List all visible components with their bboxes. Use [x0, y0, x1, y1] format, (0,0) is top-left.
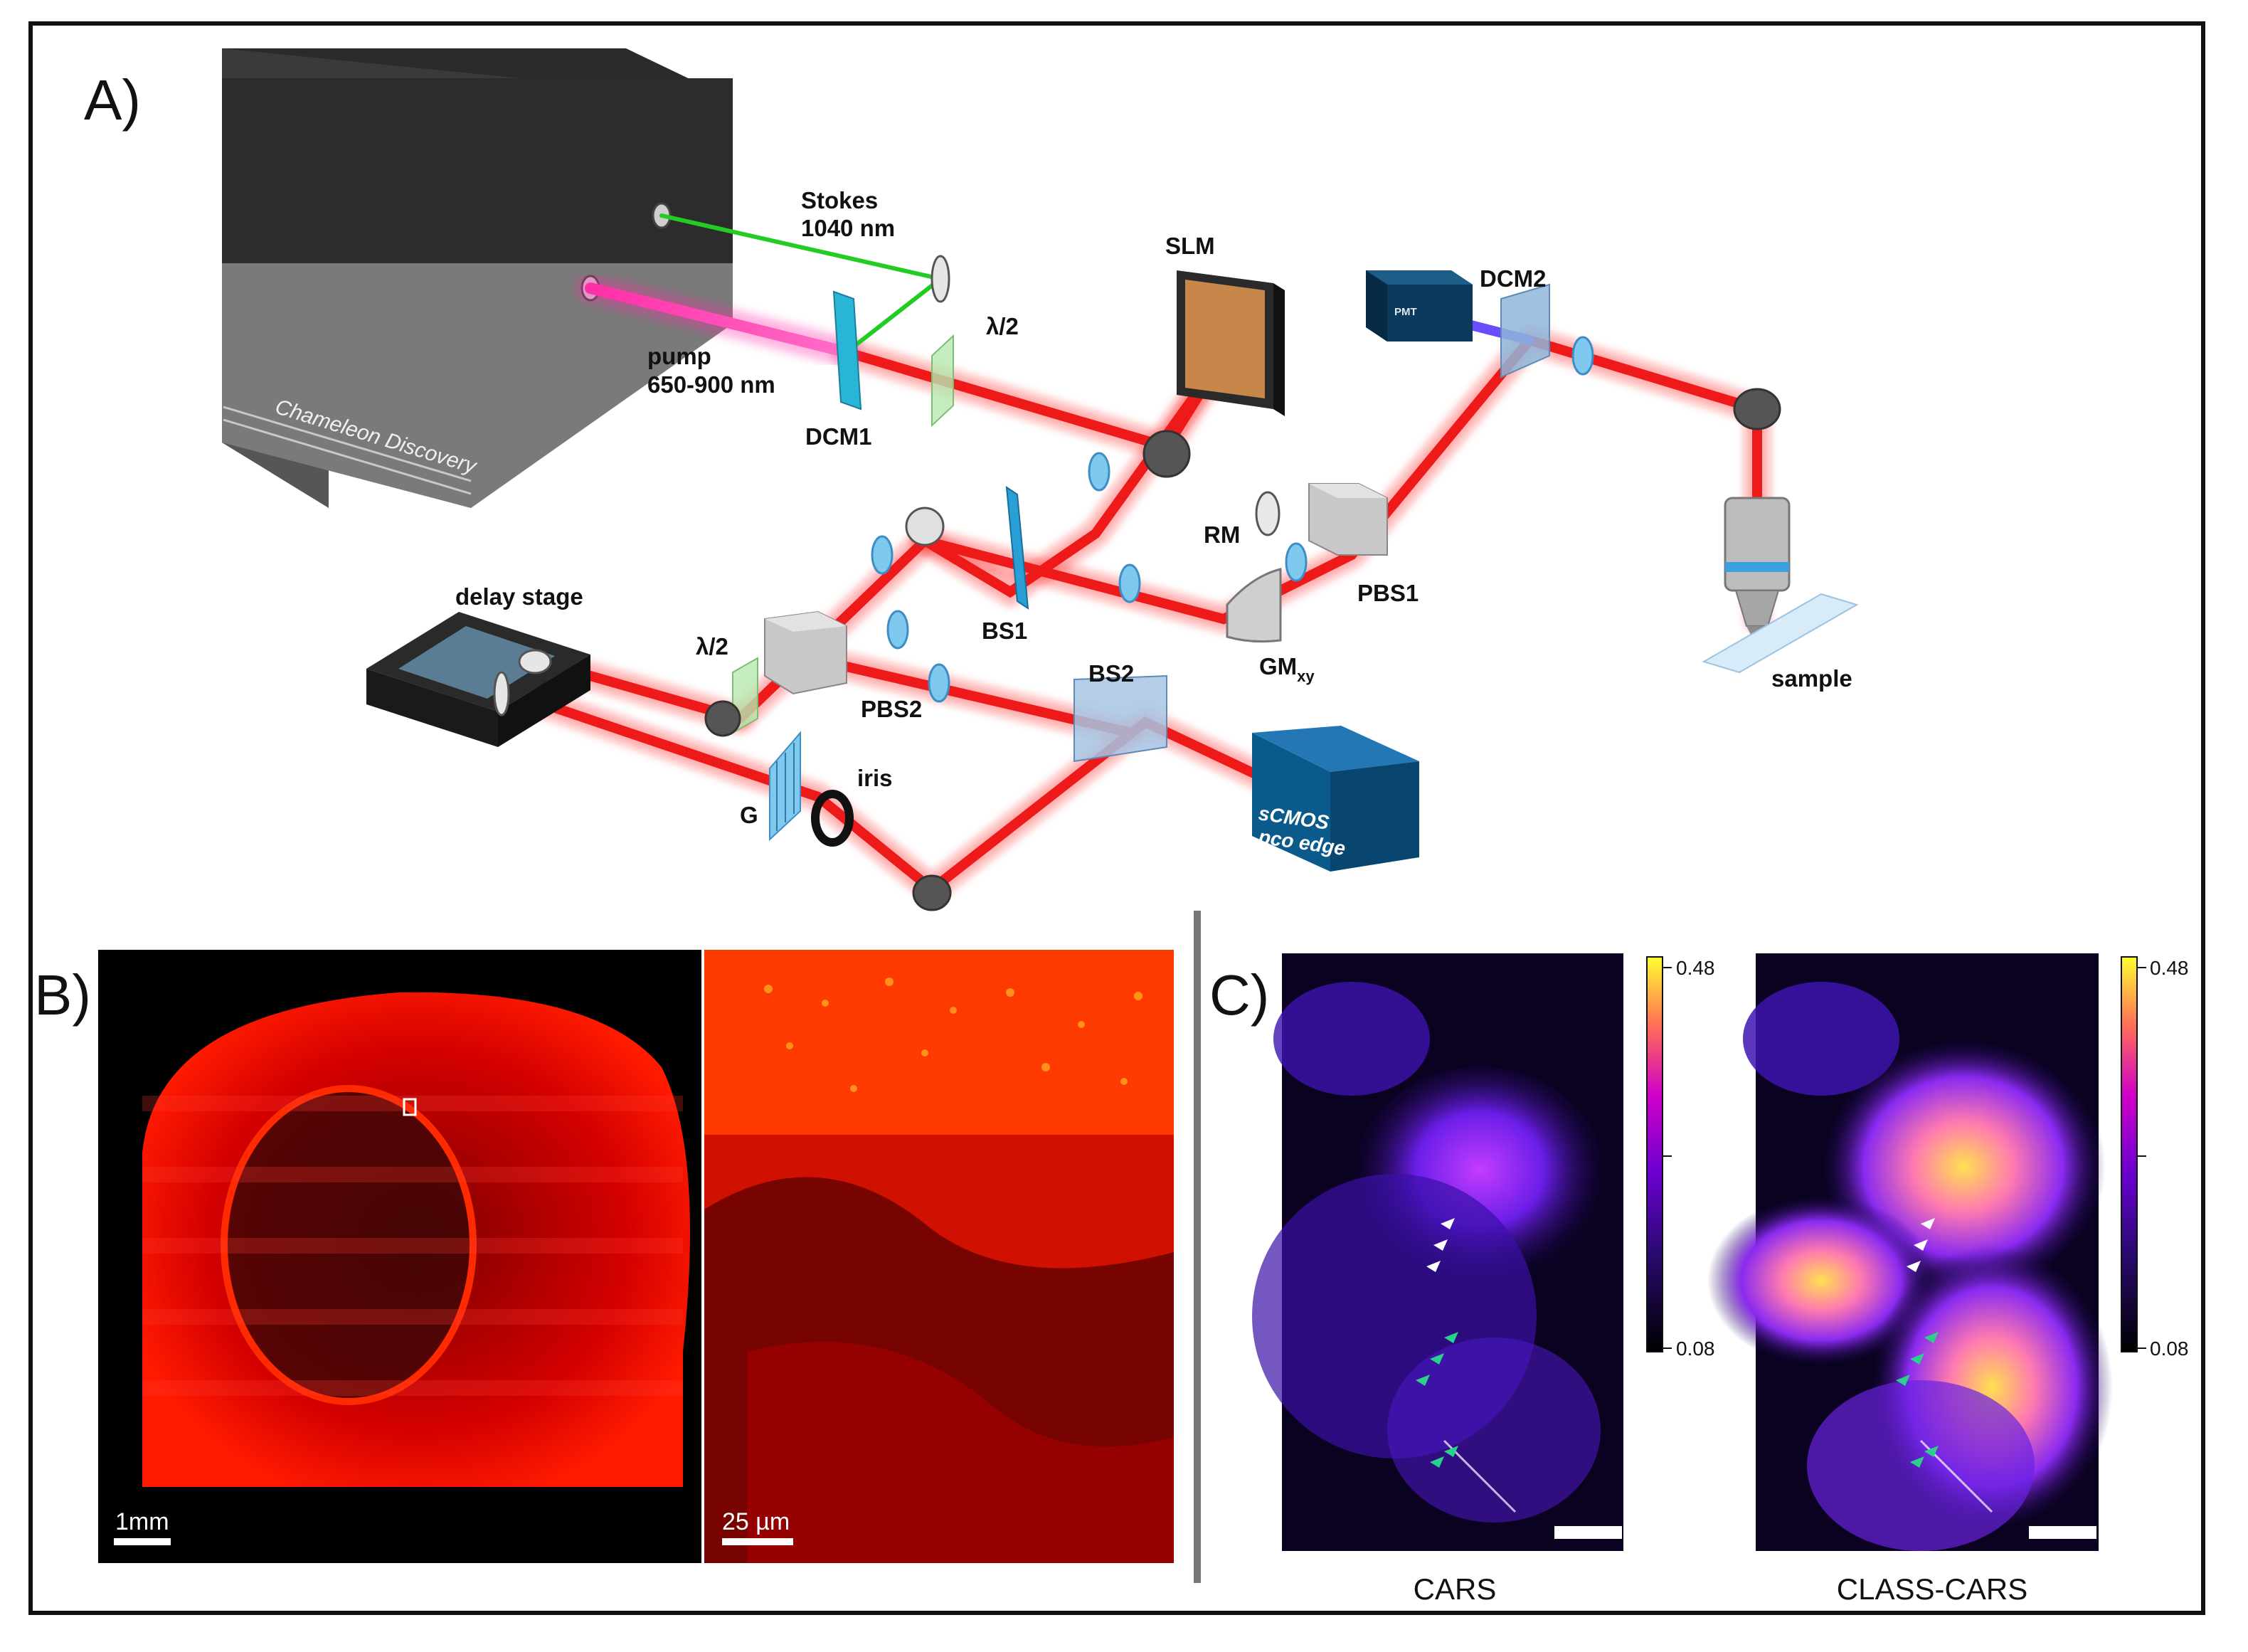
gm-label-sub: xy: [1297, 667, 1315, 685]
bs2-label: BS2: [1088, 660, 1134, 687]
bottom-mirror: [912, 874, 952, 911]
lens-6: [1285, 542, 1308, 582]
zoom-region-marker: [403, 1098, 417, 1116]
rm-mirror: [1255, 491, 1281, 536]
cars-image: [1252, 953, 1623, 1551]
dcm2-label: DCM2: [1480, 265, 1547, 292]
panel-c: C) 0.48 0.08 CARS: [1209, 953, 2189, 1606]
objective-lens: [1724, 497, 1791, 640]
gm-label-main: GM: [1259, 653, 1297, 679]
scale-label-25um: 25 µm: [722, 1508, 790, 1535]
iris-label: iris: [857, 765, 893, 791]
stokes-label: Stokes: [801, 187, 878, 213]
class-cars-scale-bar: [2029, 1526, 2096, 1539]
dcm2-mirror: [1500, 283, 1550, 378]
half-wave-plate-1: [931, 334, 954, 428]
cars-colorbar: 0.48 0.08: [1646, 956, 1715, 1360]
loop-mirror: [905, 507, 945, 546]
half-wave-label-1: λ/2: [986, 313, 1019, 339]
sample-slide: [1702, 593, 1859, 674]
lens-4: [886, 610, 909, 650]
lens-3: [1118, 563, 1141, 603]
cars-scale-bar: [1554, 1526, 1622, 1539]
stokes-mirror: [931, 255, 950, 303]
slm-panel: [1185, 280, 1265, 398]
objective-mirror: [1733, 388, 1781, 430]
iris: [811, 790, 854, 847]
lens-2: [871, 535, 894, 575]
half-wave-label-2: λ/2: [696, 633, 728, 660]
pump-wavelength-label: 650-900 nm: [647, 371, 775, 398]
slm-label: SLM: [1165, 233, 1215, 259]
bs1-splitter: [1005, 486, 1029, 610]
delay-mirror: [704, 700, 741, 737]
panel-b-letter: B): [34, 963, 91, 1027]
tissue-inner-region: [221, 1085, 477, 1405]
dcm1-label: DCM1: [805, 423, 872, 450]
stokes-wavelength-label: 1040 nm: [801, 215, 895, 241]
pmt-label: PMT: [1394, 306, 1417, 318]
lens-1: [1088, 452, 1110, 492]
slm-mirror: [1142, 430, 1191, 478]
class-cars-colorbar-max: 0.48: [2150, 957, 2189, 979]
laser-box: Chameleon Discovery: [222, 48, 733, 508]
sample-label: sample: [1771, 665, 1852, 692]
panel-divider: [1194, 911, 1201, 1583]
panel-a-letter: A): [84, 68, 141, 132]
delay-stage-label: delay stage: [455, 583, 583, 610]
pbs2-label: PBS2: [861, 696, 922, 722]
cars-caption: CARS: [1414, 1572, 1497, 1606]
pump-label: pump: [647, 343, 711, 369]
scale-label-1mm: 1mm: [115, 1508, 169, 1535]
tissue-zoom-image: 25 µm: [704, 950, 1174, 1563]
beam-paths: [528, 213, 1770, 906]
lens-5: [928, 663, 950, 703]
grating-label: G: [740, 802, 758, 828]
cars-colorbar-max: 0.48: [1676, 957, 1715, 979]
rm-label: RM: [1204, 521, 1240, 548]
cars-colorbar-min: 0.08: [1676, 1338, 1715, 1360]
delay-stage: [366, 612, 590, 747]
panel-b: B) 1mm: [34, 950, 1174, 1563]
bs1-label: BS1: [982, 618, 1027, 644]
optics: [366, 255, 1859, 911]
gm-label: GMxy: [1259, 653, 1315, 685]
pbs1-label: PBS1: [1357, 580, 1419, 606]
dcm1-mirror: [832, 290, 862, 411]
gm-scanner: [1226, 568, 1282, 643]
camera-box: [1252, 726, 1419, 872]
pmt-box: [1366, 270, 1473, 341]
class-cars-colorbar: 0.48 0.08: [2121, 956, 2189, 1360]
panel-c-letter: C): [1209, 963, 1269, 1027]
scale-bar-1mm: [114, 1538, 171, 1545]
panel-a: A) Chameleon Discovery: [84, 48, 1859, 911]
class-cars-image: [1707, 953, 2113, 1551]
class-cars-caption: CLASS-CARS: [1837, 1572, 2027, 1606]
bs2-splitter: [1073, 674, 1167, 763]
class-cars-colorbar-min: 0.08: [2150, 1338, 2189, 1360]
scale-bar-25um: [722, 1538, 793, 1545]
tissue-overview-image: 1mm: [98, 950, 701, 1563]
lens-7: [1571, 336, 1594, 376]
pump-beam: [585, 282, 852, 358]
